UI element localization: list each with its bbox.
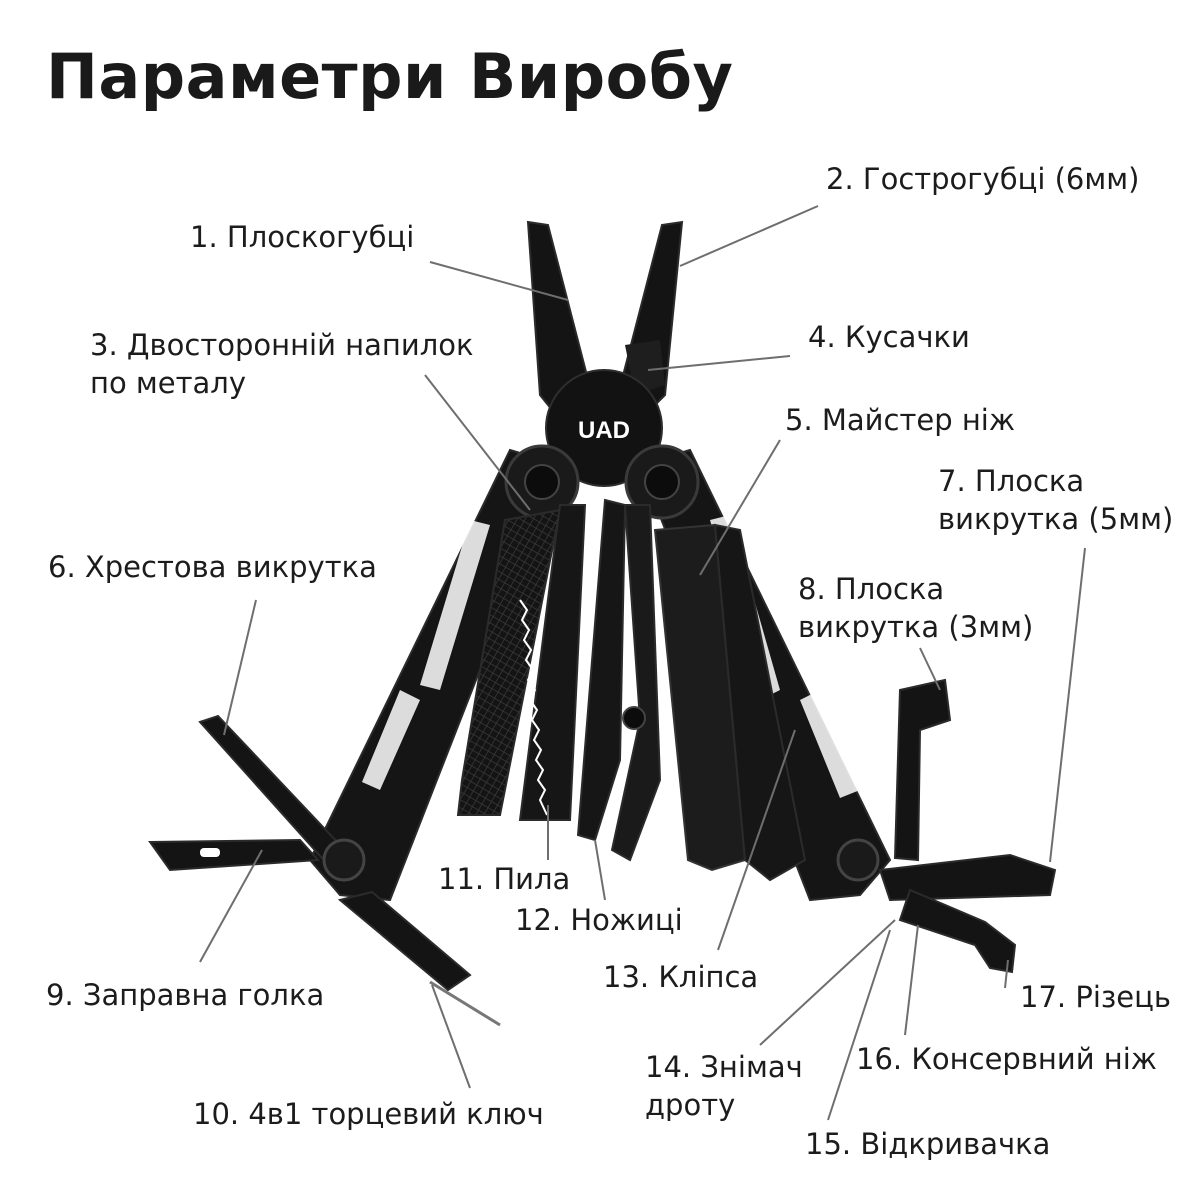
label-can-opener: 16. Консервний ніж: [856, 1042, 1157, 1076]
flat-screwdriver-3mm: [893, 678, 952, 862]
leader-2: [679, 205, 819, 267]
label-wire-cutters: 4. Кусачки: [808, 320, 970, 354]
left-base-screw: [322, 838, 366, 882]
cutter-hook: [898, 888, 1017, 974]
leader-4: [647, 355, 791, 371]
label-flat-screwdriver-5mm: 7. Плоска викрутка (5мм): [938, 464, 1174, 536]
label-cutter: 17. Різець: [1020, 980, 1171, 1014]
label-double-sided-file: 3. Двосторонній напилок по металу: [90, 328, 474, 400]
leader-10: [431, 984, 471, 1089]
leader-12: [594, 839, 606, 901]
saw-teeth: [519, 599, 548, 816]
label-bottle-opener: 15. Відкривачка: [805, 1127, 1051, 1161]
leader-1: [429, 261, 569, 301]
label-pliers: 1. Плоскогубці: [190, 220, 415, 254]
leader-13: [717, 729, 796, 951]
hex-wrench: [337, 890, 472, 992]
label-master-knife: 5. Майстер ніж: [785, 403, 1015, 437]
leader-7: [1049, 547, 1086, 863]
left-handle-slots: [362, 520, 490, 790]
leader-14: [759, 919, 896, 1046]
saw-blade: [518, 504, 587, 821]
label-sharpening-needle: 9. Заправна голка: [46, 978, 325, 1012]
label-phillips-screwdriver: 6. Хрестова викрутка: [48, 550, 377, 584]
leader-8: [919, 647, 941, 691]
page-title: Параметри Виробу: [46, 40, 734, 113]
label-flat-screwdriver-3mm: 8. Плоска викрутка (3мм): [798, 572, 1034, 644]
leader-16: [904, 924, 919, 1036]
metal-file: [456, 508, 562, 816]
label-needle-nose-pliers: 2. Гострогубці (6мм): [826, 162, 1140, 196]
phillips-screwdriver: [198, 714, 342, 860]
flat-screwdriver-5mm: [878, 853, 1057, 902]
leader-6: [223, 599, 257, 736]
logo: UAD: [578, 417, 630, 444]
leader-9: [199, 849, 263, 963]
scissors-blade-a: [576, 498, 627, 842]
label-hex-wrench: 10. 4в1 торцевий ключ: [193, 1097, 544, 1131]
leader-lines: [199, 205, 1086, 1121]
label-clip: 13. Кліпса: [603, 960, 759, 994]
leader-5: [699, 439, 781, 576]
right-base-screw: [836, 838, 880, 882]
label-saw: 11. Пила: [438, 862, 571, 896]
master-knife: [713, 523, 807, 882]
leader-3: [424, 374, 531, 511]
label-wire-stripper: 14. Знімач дроту: [645, 1050, 803, 1122]
label-scissors: 12. Ножиці: [515, 903, 683, 937]
leader-15: [827, 929, 891, 1121]
leader-17: [1004, 959, 1009, 989]
pivot-disc: [545, 369, 663, 487]
sharpening-needle: [148, 838, 321, 872]
